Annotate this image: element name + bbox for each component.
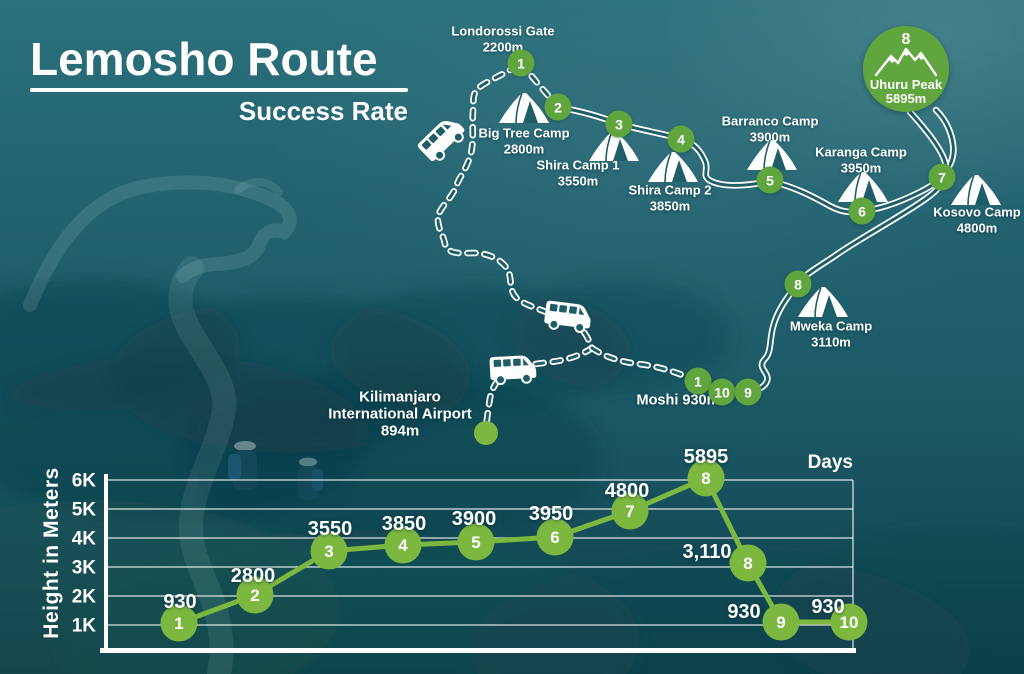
moshi-label: Moshi 930m [636, 392, 720, 409]
chart-point-value: 930 [811, 596, 844, 618]
safari-van-icon [489, 355, 537, 386]
chart-point [160, 604, 198, 642]
chart-point-day: 8 [701, 469, 710, 488]
chart-x-axis-title: Days [807, 452, 853, 473]
road-moshi-branch-inner [590, 346, 689, 379]
chart-y-axis-title: Height in Meters [40, 467, 63, 639]
chart-point-day: 8 [743, 554, 752, 573]
chart-ytick: 6K [72, 471, 97, 492]
tent-icon [499, 92, 549, 124]
title-underline [30, 88, 408, 92]
map-day-circle: 9 [734, 378, 762, 406]
peak-name: Uhuru Peak [869, 77, 943, 92]
chart-point-day: 9 [776, 613, 785, 632]
chart-point-value: 3,110 [683, 541, 732, 563]
airport-dot [474, 421, 498, 445]
tent-icon [648, 151, 698, 183]
chart-point-value: 930 [727, 601, 760, 623]
safari-van-icon [417, 121, 465, 162]
tent-icon [798, 286, 848, 318]
chart-point-value: 930 [163, 591, 196, 613]
chart-point-value: 3850 [382, 513, 427, 535]
chart-point [536, 518, 574, 556]
chart-point [310, 532, 348, 570]
chart-point-day: 7 [625, 502, 634, 521]
chart-point [729, 544, 767, 582]
chart-point-value: 5895 [684, 446, 729, 468]
chart-point [687, 459, 725, 497]
chart-point-value: 2800 [231, 565, 276, 587]
map-day-circle: 1 [684, 367, 712, 395]
chart-point [384, 526, 422, 564]
chart-point-day: 6 [550, 528, 559, 547]
chart-point-day: 5 [471, 533, 480, 552]
chart-point [611, 492, 649, 530]
map-day-circle: 10 [708, 378, 736, 406]
chart-point [830, 603, 868, 641]
map-day-circle: 7 [928, 163, 956, 191]
chart-point-value: 3950 [529, 503, 574, 525]
map-day-circle: 4 [667, 125, 695, 153]
map-day-circle: 2 [544, 93, 572, 121]
header: Lemosho Route Success Rate [30, 34, 408, 127]
chart-point-value: 4800 [605, 480, 650, 502]
peak-elevation: 5895m [885, 91, 927, 106]
map-day-circle: 5 [756, 166, 784, 194]
chart-point-value: 3550 [308, 518, 353, 540]
chart-point [457, 523, 495, 561]
chart-point [236, 576, 274, 614]
chart-point-day: 4 [398, 536, 408, 555]
chart-point [762, 603, 800, 641]
map-day-circle: 3 [605, 110, 633, 138]
map-day-circle: 1 [507, 49, 535, 77]
chart-point-day: 3 [324, 542, 333, 561]
chart-point-day: 10 [840, 613, 859, 632]
chart-ytick: 2K [72, 587, 97, 608]
chart-point-day: 1 [174, 614, 183, 633]
map-day-circle: 8 [784, 270, 812, 298]
page-subtitle: Success Rate [238, 96, 408, 126]
page-title: Lemosho Route [30, 33, 378, 85]
tent-icon [951, 174, 1001, 206]
chart-ytick: 1K [72, 616, 97, 637]
hikers-silhouette [180, 441, 323, 500]
chart-ytick: 4K [72, 529, 97, 550]
chart-point-day: 2 [250, 586, 259, 605]
chart-point-value: 3900 [452, 508, 497, 530]
peak-day: 8 [901, 31, 911, 48]
uhuru-peak-badge: 8 Uhuru Peak 5895m [863, 26, 949, 112]
chart-ytick: 5K [72, 500, 97, 521]
safari-van-icon [544, 300, 591, 334]
mountain-range-icon [874, 47, 938, 77]
map-day-circle: 6 [848, 197, 876, 225]
chart-ytick: 3K [72, 558, 97, 579]
